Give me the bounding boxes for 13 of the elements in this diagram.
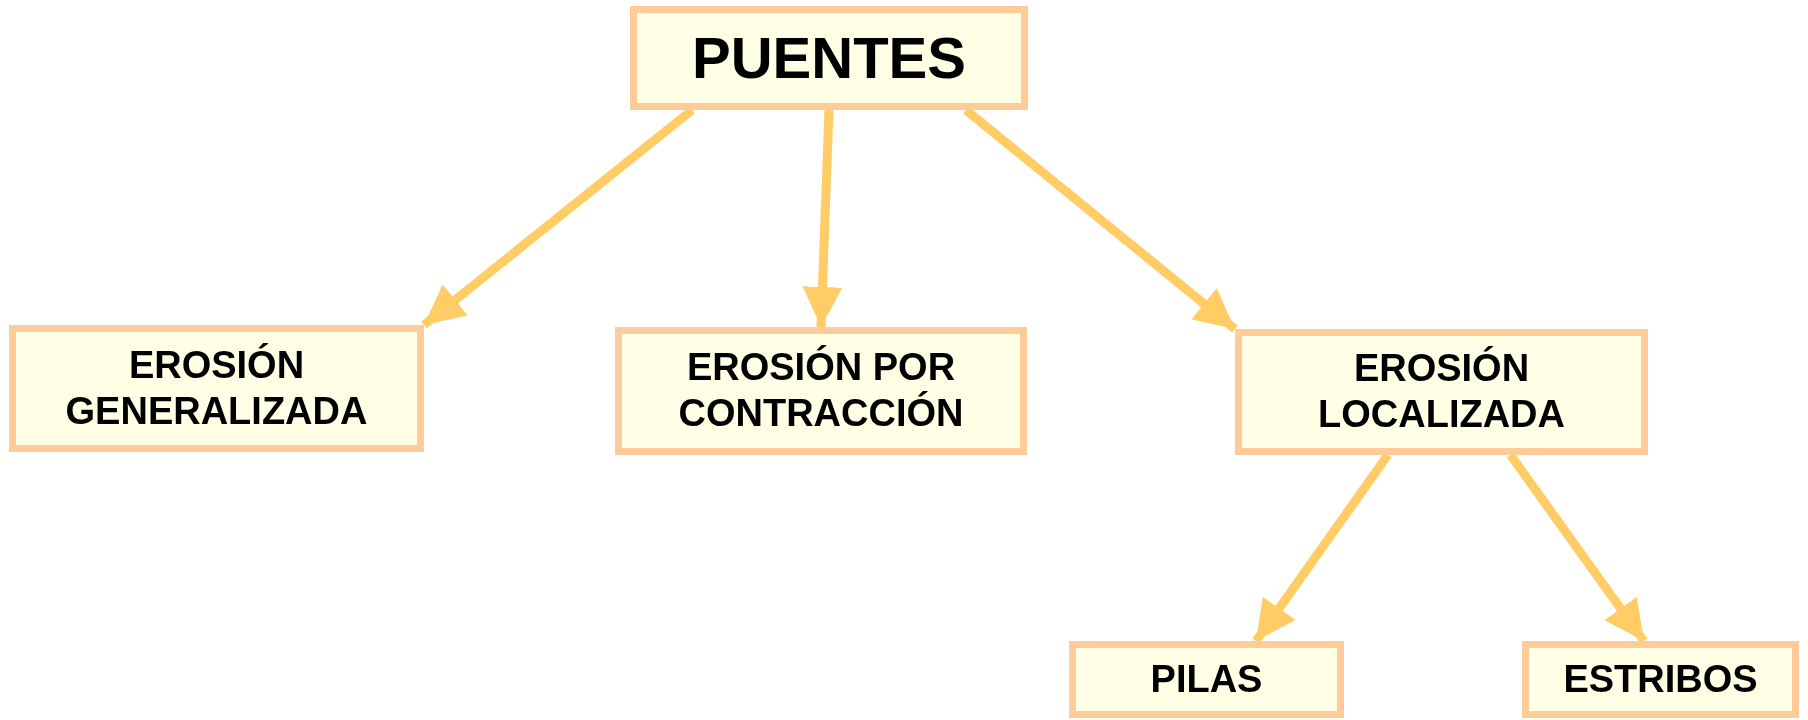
box-label: PUENTES	[692, 24, 966, 93]
box-label: PILAS	[1150, 656, 1263, 702]
box-label: EROSIÓN LOCALIZADA	[1317, 346, 1566, 437]
concept-box	[9, 325, 424, 452]
box-label: EROSIÓN GENERALIZADA	[64, 342, 369, 434]
concept-box	[1069, 641, 1344, 718]
box-label: EROSIÓN POR CONTRACCIÓN	[677, 345, 965, 436]
box-label: ESTRIBOS	[1563, 656, 1758, 702]
concept-box	[1522, 641, 1799, 718]
concept-box	[615, 327, 1027, 455]
concept-box	[630, 6, 1028, 110]
concept-box	[1235, 329, 1648, 455]
arrow	[802, 109, 843, 328]
